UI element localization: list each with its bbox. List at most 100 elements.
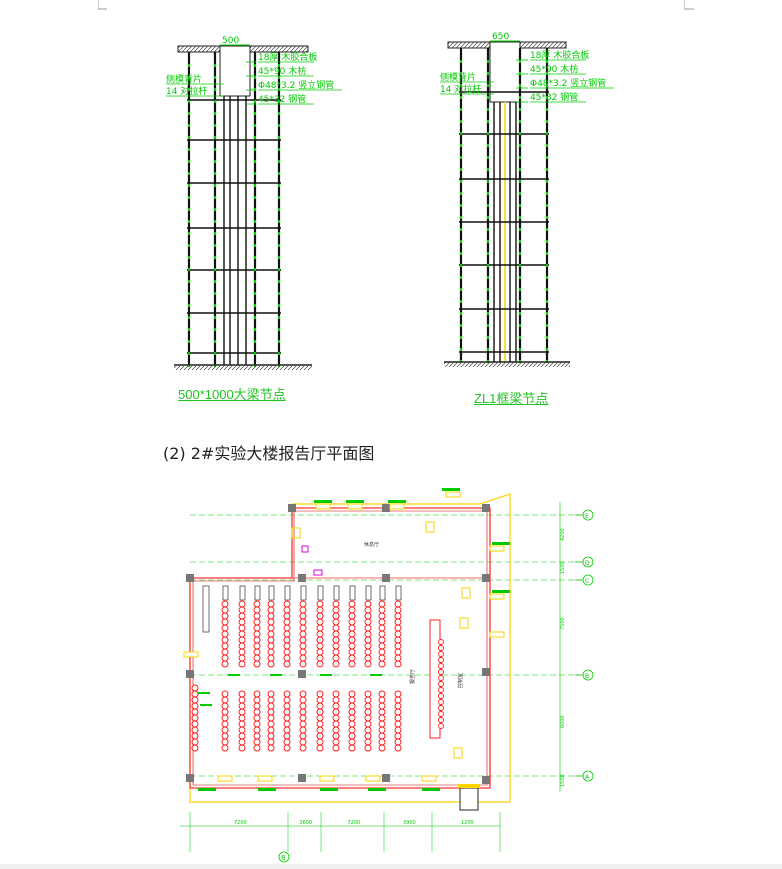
auditorium-seat bbox=[299, 708, 307, 716]
page-bottom-edge bbox=[0, 864, 782, 869]
auditorium-seat bbox=[378, 636, 386, 644]
joint-marker bbox=[214, 196, 216, 199]
auditorium-seat bbox=[253, 690, 261, 698]
door-symbol bbox=[453, 747, 463, 759]
joint-marker bbox=[254, 160, 256, 163]
auditorium-seat bbox=[253, 642, 261, 650]
auditorium-seat bbox=[364, 714, 372, 722]
auditorium-seat bbox=[332, 714, 340, 722]
annotation-tag bbox=[258, 788, 276, 791]
auditorium-seat bbox=[378, 606, 386, 614]
auditorium-seat bbox=[221, 720, 229, 728]
joint-marker bbox=[254, 328, 256, 331]
joint-marker bbox=[519, 168, 521, 171]
auditorium-seat bbox=[283, 660, 291, 668]
joint-marker bbox=[519, 156, 521, 159]
dimension-text: 6000 bbox=[560, 715, 566, 728]
auditorium-seat bbox=[299, 744, 307, 752]
auditorium-seat bbox=[267, 738, 275, 746]
auditorium-seat bbox=[348, 696, 356, 704]
auditorium-seat bbox=[394, 726, 402, 734]
joint-marker bbox=[519, 264, 521, 267]
joint-marker bbox=[546, 156, 548, 159]
annotation-tag bbox=[492, 590, 510, 593]
window-opening bbox=[389, 503, 405, 510]
auditorium-seat bbox=[267, 600, 275, 608]
stage-seat bbox=[438, 711, 444, 717]
auditorium-seat bbox=[283, 720, 291, 728]
joint-marker bbox=[214, 184, 216, 187]
auditorium-seat bbox=[283, 636, 291, 644]
stage-seat bbox=[438, 681, 444, 687]
joint-marker bbox=[214, 124, 216, 127]
joint-marker bbox=[254, 64, 256, 67]
joint-marker bbox=[254, 232, 256, 235]
auditorium-seat bbox=[253, 606, 261, 614]
axis-bubble bbox=[278, 851, 290, 863]
auditorium-seat bbox=[253, 618, 261, 626]
axis-label: C bbox=[585, 578, 589, 585]
window-opening bbox=[421, 775, 437, 782]
joint-marker bbox=[546, 228, 548, 231]
auditorium-seat bbox=[316, 720, 324, 728]
auditorium-seat bbox=[394, 600, 402, 608]
auditorium-seat bbox=[283, 738, 291, 746]
stage-seat bbox=[438, 645, 444, 651]
auditorium-seat bbox=[299, 696, 307, 704]
auditorium-seat bbox=[378, 690, 386, 698]
structural-column bbox=[482, 504, 490, 512]
joint-marker bbox=[188, 316, 190, 319]
detail-label-left: 14 对拉杆 bbox=[166, 85, 207, 97]
auditorium-seat bbox=[394, 612, 402, 620]
joint-marker bbox=[254, 124, 256, 127]
auditorium-seat bbox=[283, 624, 291, 632]
auditorium-seat bbox=[299, 738, 307, 746]
auditorium-seat bbox=[348, 744, 356, 752]
auditorium-seat bbox=[364, 624, 372, 632]
auditorium-seat bbox=[267, 624, 275, 632]
aisle-marker bbox=[228, 674, 240, 676]
window-opening bbox=[489, 593, 505, 600]
joint-marker bbox=[278, 352, 280, 355]
auditorium-seat bbox=[316, 702, 324, 710]
joint-marker bbox=[214, 100, 216, 103]
window-opening bbox=[315, 503, 331, 510]
auditorium-seat bbox=[299, 690, 307, 698]
auditorium-seat bbox=[221, 690, 229, 698]
auditorium-seat bbox=[394, 648, 402, 656]
desk-row bbox=[395, 585, 402, 601]
joint-marker bbox=[460, 156, 462, 159]
joint-marker bbox=[254, 208, 256, 211]
auditorium-seat bbox=[267, 690, 275, 698]
auditorium-seat bbox=[267, 696, 275, 704]
auditorium-seat bbox=[253, 702, 261, 710]
auditorium-seat bbox=[221, 702, 229, 710]
auditorium-seat bbox=[191, 708, 199, 716]
auditorium-seat bbox=[299, 612, 307, 620]
joint-marker bbox=[546, 120, 548, 123]
joint-marker bbox=[519, 84, 521, 87]
stage-seat bbox=[438, 663, 444, 669]
auditorium-seat bbox=[332, 708, 340, 716]
joint-marker bbox=[214, 280, 216, 283]
auditorium-seat bbox=[253, 600, 261, 608]
auditorium-seat bbox=[238, 726, 246, 734]
joint-marker bbox=[487, 120, 489, 123]
joint-marker bbox=[214, 328, 216, 331]
structural-column bbox=[382, 774, 390, 782]
dimension-text: 3900 bbox=[403, 820, 416, 826]
auditorium-seat bbox=[364, 648, 372, 656]
auditorium-seat bbox=[221, 714, 229, 722]
joint-marker bbox=[487, 108, 489, 111]
joint-marker bbox=[254, 352, 256, 355]
auditorium-seat bbox=[316, 696, 324, 704]
desk-row bbox=[268, 585, 275, 601]
joint-marker bbox=[460, 120, 462, 123]
joint-marker bbox=[519, 204, 521, 207]
beam-section bbox=[489, 41, 521, 103]
auditorium-seat bbox=[316, 606, 324, 614]
joint-marker bbox=[546, 324, 548, 327]
auditorium-seat bbox=[394, 606, 402, 614]
joint-marker bbox=[460, 192, 462, 195]
auditorium-seat bbox=[299, 636, 307, 644]
